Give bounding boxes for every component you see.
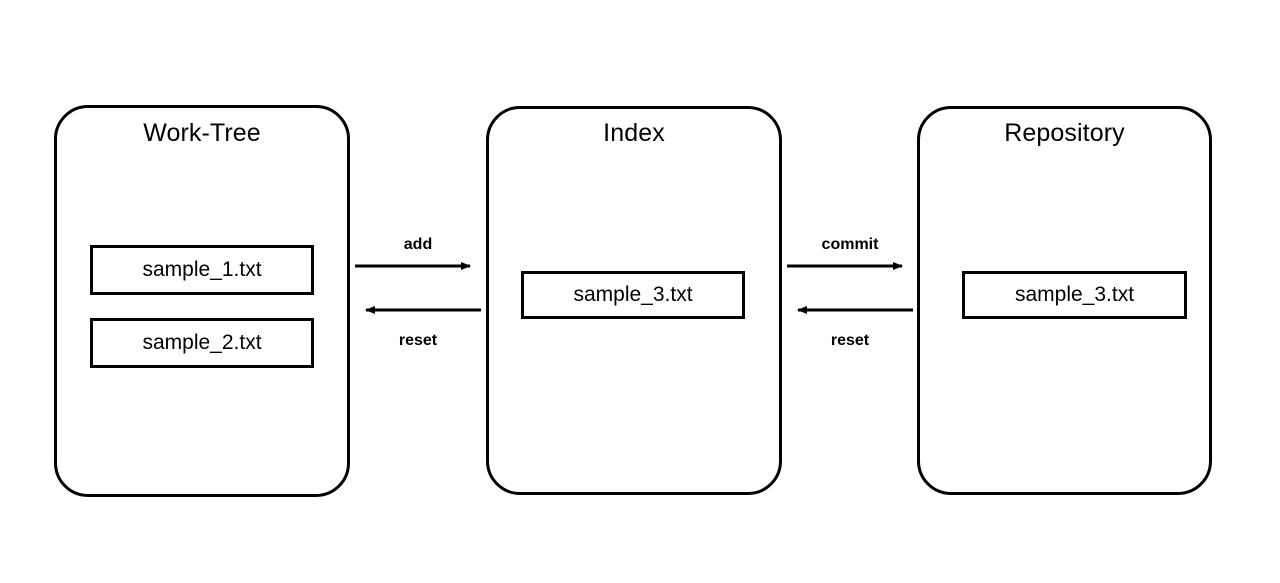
file-label: sample_3.txt: [573, 283, 693, 306]
transition-backward-label: reset: [830, 332, 870, 349]
transition-forward-label: add: [403, 236, 433, 253]
file-label: sample_2.txt: [142, 331, 262, 354]
transition-worktree-index: add reset: [354, 230, 482, 350]
file-box[interactable]: sample_3.txt: [962, 271, 1187, 319]
zone-title-index: Index: [603, 119, 665, 147]
file-box[interactable]: sample_2.txt: [90, 318, 314, 368]
zone-title-repository: Repository: [1004, 119, 1125, 147]
file-box[interactable]: sample_3.txt: [521, 271, 745, 319]
transition-arrows-worktree-index: [355, 262, 481, 314]
transition-forward-label: commit: [821, 236, 879, 253]
file-label: sample_1.txt: [142, 258, 262, 281]
transition-arrows-index-repository: [787, 262, 913, 314]
zone-title-work-tree: Work-Tree: [143, 119, 261, 147]
file-label: sample_3.txt: [1014, 283, 1135, 306]
file-box[interactable]: sample_1.txt: [90, 245, 314, 295]
transition-backward-label: reset: [398, 332, 438, 349]
transition-index-repository: commit reset: [786, 230, 914, 350]
zone-work-tree: [54, 105, 350, 497]
